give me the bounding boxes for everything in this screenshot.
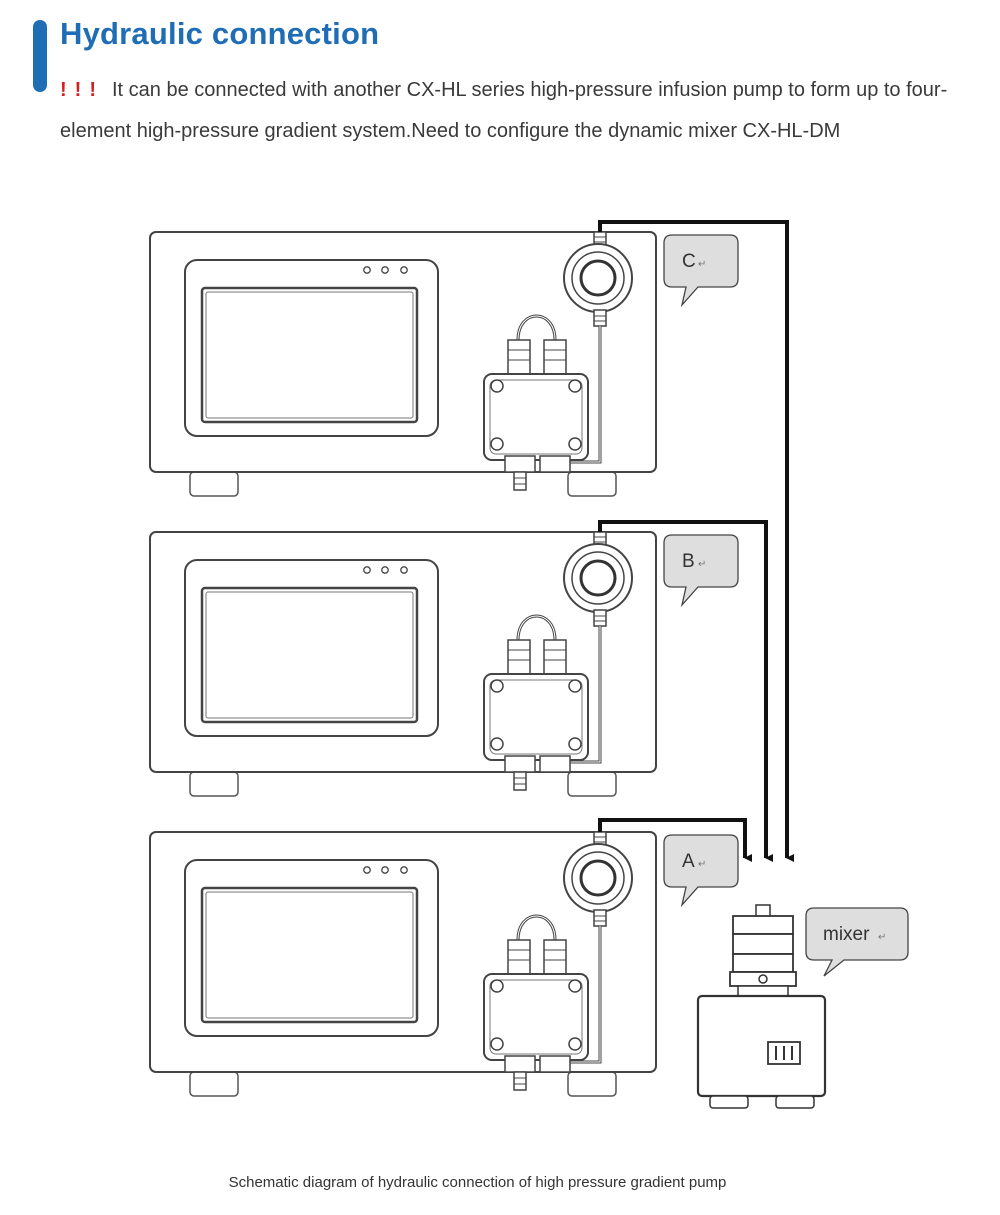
description-paragraph: !!!It can be connected with another CX-H… <box>60 70 965 152</box>
hydraulic-connection-diagram: C ↵ B ↵ A ↵ mixer <box>148 220 909 1109</box>
svg-text:↵: ↵ <box>698 559 706 570</box>
pump-unit-c <box>148 230 658 498</box>
callout-a: A ↵ <box>663 834 739 906</box>
callout-b-label: B <box>682 551 695 572</box>
pump-unit-b <box>148 530 658 798</box>
connection-line-a <box>598 818 752 862</box>
connection-line-c <box>598 220 794 862</box>
diagram-caption: Schematic diagram of hydraulic connectio… <box>228 1174 727 1191</box>
callout-b: B ↵ <box>663 534 739 606</box>
warning-marks: !!! <box>60 79 104 101</box>
callout-mixer: mixer ↵ <box>805 907 909 977</box>
callout-a-label: A <box>682 851 695 872</box>
callout-c-label: C <box>682 251 696 272</box>
callout-c: C ↵ <box>663 234 739 306</box>
title-accent-bar <box>33 20 47 92</box>
section-title: Hydraulic connection <box>60 16 380 51</box>
svg-text:↵: ↵ <box>878 932 886 943</box>
connection-line-b <box>598 520 773 862</box>
dynamic-mixer <box>696 904 827 1109</box>
svg-text:↵: ↵ <box>698 259 706 270</box>
svg-text:↵: ↵ <box>698 859 706 870</box>
pump-unit-a <box>148 830 658 1098</box>
callout-mixer-label: mixer <box>823 924 870 945</box>
description-text: It can be connected with another CX-HL s… <box>60 79 948 142</box>
